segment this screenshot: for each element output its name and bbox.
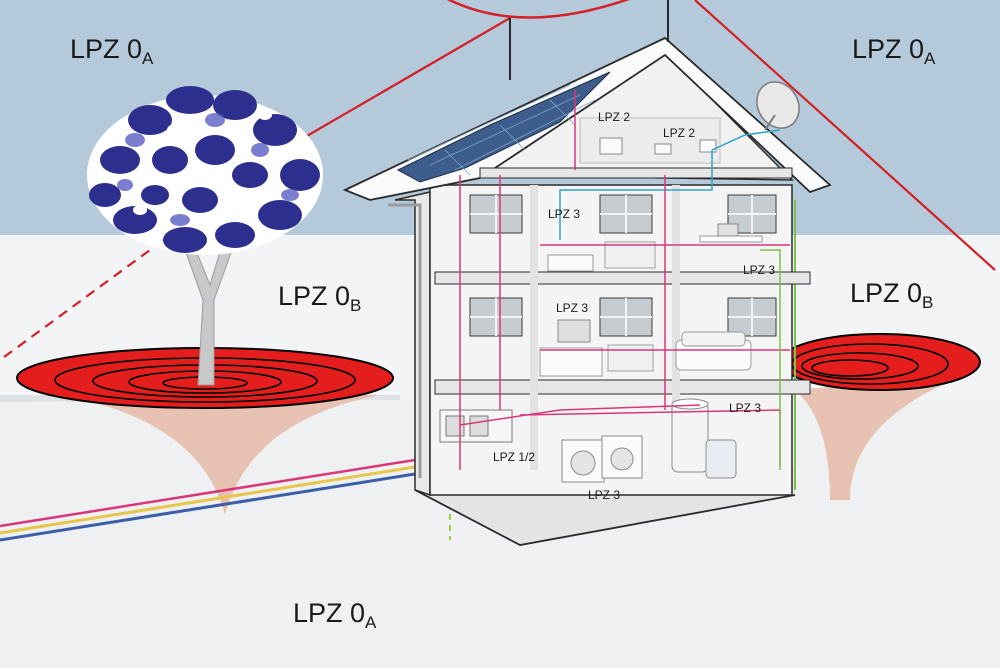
room-label-floor2-center: LPZ 3 <box>548 207 581 221</box>
water-softener-icon <box>705 439 737 479</box>
sofa-icon <box>675 331 752 371</box>
floor-slab-2 <box>434 271 811 285</box>
zone-label-lpz0a-top-right: LPZ 0A <box>852 34 936 68</box>
radiator <box>604 241 656 269</box>
dryer-icon <box>601 435 643 479</box>
distribution-box-icon <box>599 137 623 155</box>
boiler-icon <box>671 398 709 473</box>
wiring-blue <box>559 129 781 240</box>
tv-cabinet <box>547 254 594 272</box>
zone-label-lpz0a-bottom: LPZ 0A <box>293 598 377 632</box>
wiring-pink <box>459 90 790 470</box>
room-label-basement-right: LPZ 3 <box>729 401 762 415</box>
washing-machine-icon <box>561 439 605 483</box>
zone-label-lpz0a-top-left: LPZ 0A <box>70 34 154 68</box>
tv-icon <box>557 319 591 343</box>
tree-icon <box>87 86 323 386</box>
room-label-floor1-center: LPZ 3 <box>556 301 589 315</box>
distribution-box-icon <box>699 139 717 153</box>
distribution-box-icon <box>654 143 672 155</box>
meter <box>469 415 489 437</box>
floor-slab-attic <box>479 167 793 179</box>
sideboard <box>539 347 603 377</box>
room-label-basement-bottom: LPZ 3 <box>588 488 621 502</box>
step-voltage-ring <box>811 359 889 377</box>
protection-line-left <box>299 17 511 141</box>
step-voltage-ring <box>801 352 919 380</box>
protection-line-right <box>694 0 996 271</box>
satellite-dish-icon <box>756 81 800 131</box>
room-label-attic-right: LPZ 2 <box>663 126 696 140</box>
zone-label-lpz0b-left: LPZ 0B <box>278 281 362 315</box>
ground-potential-funnel-right <box>795 375 965 500</box>
interior-wall-right <box>672 185 680 470</box>
solar-panel-icon <box>396 71 611 183</box>
radiator <box>607 344 654 372</box>
desk <box>699 235 763 243</box>
rolling-sphere-arc-top <box>446 0 630 19</box>
wiring-green <box>760 249 781 470</box>
room-label-basement-left: LPZ 1/2 <box>493 450 536 464</box>
house-cutaway <box>342 0 832 546</box>
laptop-icon <box>717 223 739 237</box>
meter <box>445 415 465 437</box>
interior-wall-left <box>530 185 538 470</box>
ground-potential-funnel-left <box>60 395 380 515</box>
room-label-attic-left: LPZ 2 <box>598 110 631 124</box>
room-label-floor2-right: LPZ 3 <box>743 263 776 277</box>
floor-slab-1 <box>434 379 811 395</box>
protection-line-left-dashed <box>0 139 301 361</box>
gutter-downpipe <box>388 203 422 478</box>
zone-label-lpz0b-right: LPZ 0B <box>850 278 934 312</box>
